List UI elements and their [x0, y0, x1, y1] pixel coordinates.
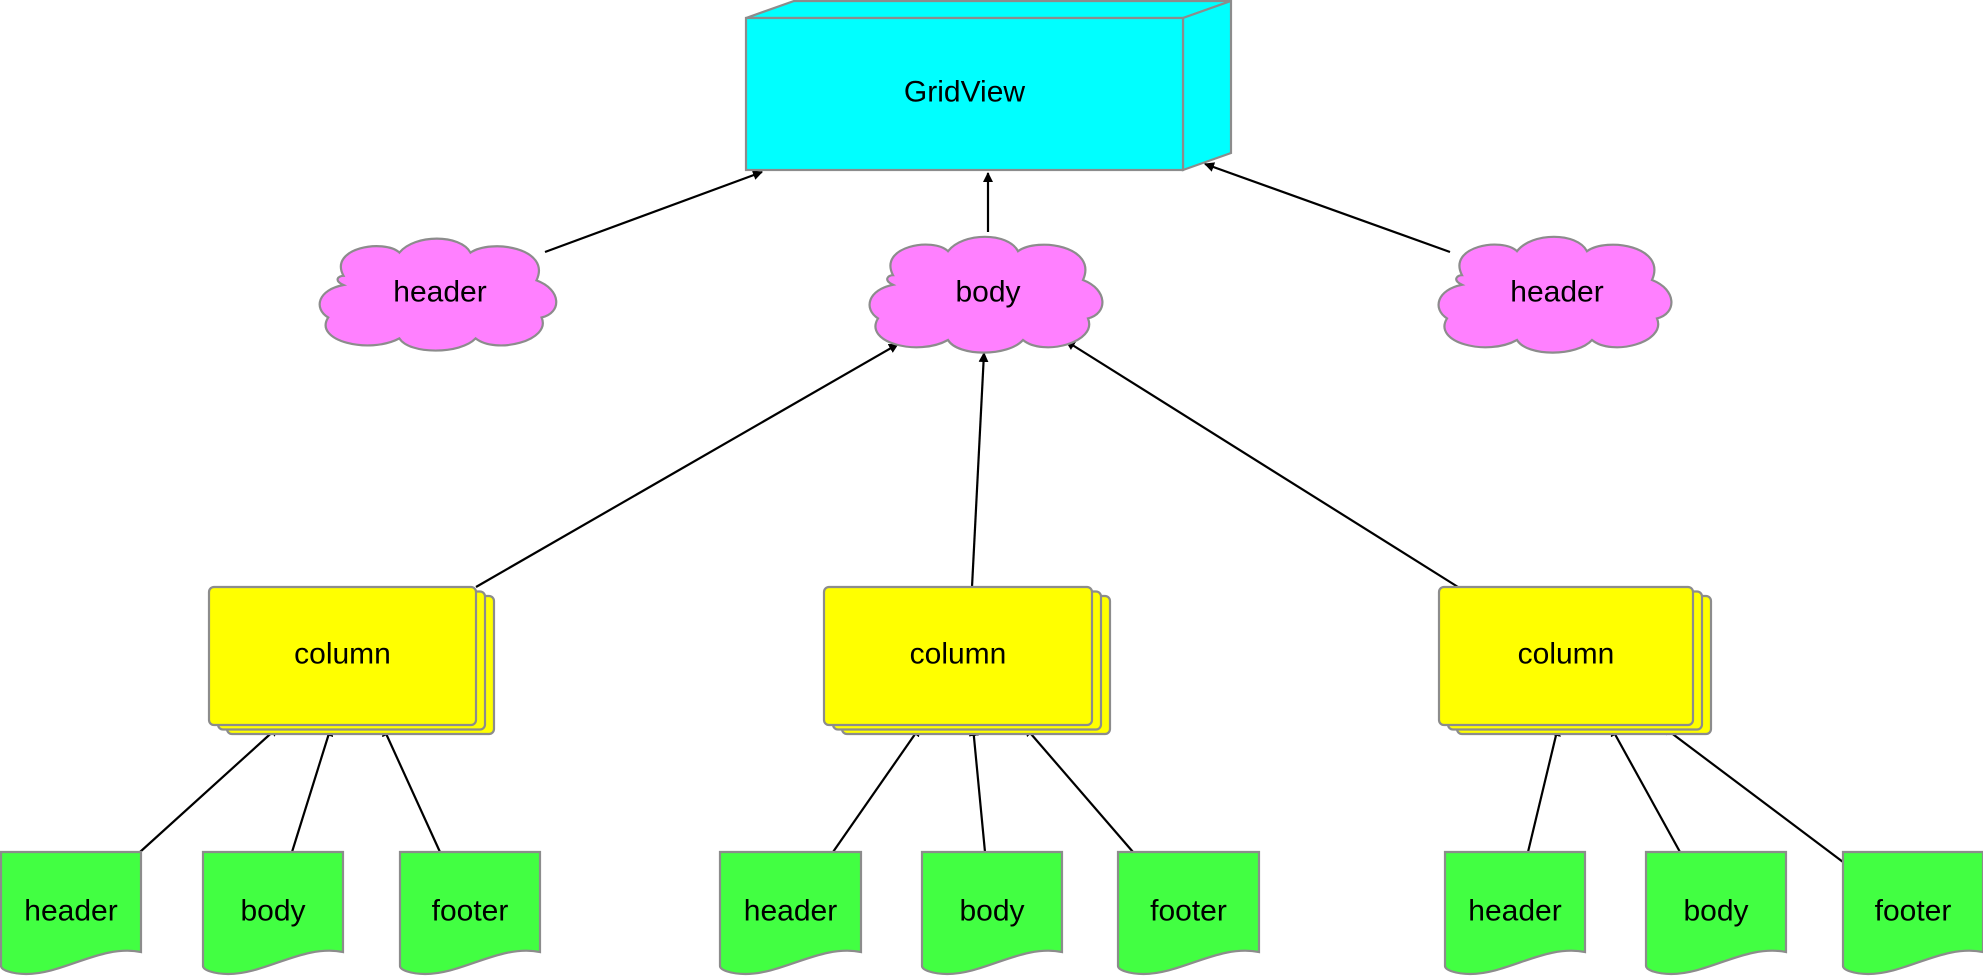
box-front-face	[744, 16, 1185, 172]
edge-column-3-to-section-body	[1065, 340, 1459, 588]
cloud-shape	[1437, 235, 1673, 354]
edge-column-1-to-section-body	[475, 343, 899, 588]
edges-layer	[139, 162, 1844, 863]
cell-2-footer-label: footer	[1150, 895, 1227, 928]
section-header-right-label: header	[1510, 276, 1603, 309]
section-header-left-label: header	[393, 276, 486, 309]
document-shape	[920, 850, 1064, 976]
cell-1-body-label: body	[240, 895, 305, 928]
section-body-label: body	[955, 276, 1020, 309]
node-section-header-right[interactable]: header	[1437, 235, 1673, 354]
node-cell-2-header[interactable]: header	[718, 850, 863, 976]
node-gridview[interactable]: GridView	[744, 0, 1233, 172]
node-cell-3-footer[interactable]: footer	[1841, 850, 1983, 976]
node-cell-1-header[interactable]: header	[0, 850, 143, 976]
edge-column-2-to-section-body	[970, 352, 989, 588]
cloud-shape	[318, 237, 558, 352]
document-shape	[1443, 850, 1587, 976]
document-shape	[718, 850, 863, 976]
document-shape	[201, 850, 345, 976]
node-column-3[interactable]: column	[1437, 585, 1713, 736]
node-section-body[interactable]: body	[868, 235, 1104, 354]
box-side-face	[1181, 0, 1233, 172]
cell-3-body-label: body	[1683, 895, 1748, 928]
edge-cell-2-body-to-column-2	[968, 726, 987, 853]
edge-cell-3-body-to-column-3	[1610, 726, 1681, 853]
gridview-label: GridView	[904, 76, 1025, 109]
edge-section-header-left-to-root	[544, 170, 763, 254]
cloud-shape	[868, 235, 1104, 354]
document-shape	[0, 850, 143, 976]
box-top-face	[745, 0, 1232, 20]
node-cell-1-footer[interactable]: footer	[398, 850, 542, 976]
column-2-label: column	[910, 638, 1007, 671]
cell-3-footer-label: footer	[1875, 895, 1952, 928]
node-cell-2-body[interactable]: body	[920, 850, 1064, 976]
edge-section-header-right-to-root	[1204, 162, 1451, 254]
document-shape	[1841, 850, 1983, 976]
cell-3-header-label: header	[1468, 895, 1561, 928]
document-shape	[398, 850, 542, 976]
cell-2-header-label: header	[744, 895, 837, 928]
column-front-card	[1437, 585, 1695, 727]
column-1-label: column	[294, 638, 391, 671]
column-front-card	[822, 585, 1094, 727]
column-3-label: column	[1518, 638, 1615, 671]
edge-cell-2-footer-to-column-2	[1024, 726, 1134, 853]
node-cell-1-body[interactable]: body	[201, 850, 345, 976]
edge-cell-3-header-to-column-3	[1526, 726, 1561, 853]
node-cell-3-header[interactable]: header	[1443, 850, 1587, 976]
cell-2-body-label: body	[959, 895, 1024, 928]
cell-1-footer-label: footer	[432, 895, 509, 928]
node-section-header-left[interactable]: header	[318, 237, 558, 352]
node-column-2[interactable]: column	[822, 585, 1112, 736]
node-column-1[interactable]: column	[207, 585, 496, 736]
cell-1-header-label: header	[24, 895, 117, 928]
document-shape	[1116, 850, 1261, 976]
edge-cell-1-footer-to-column-1	[381, 726, 442, 853]
edge-cell-1-body-to-column-1	[290, 726, 334, 853]
edge-cell-3-footer-to-column-3	[1661, 725, 1844, 863]
node-cell-2-footer[interactable]: footer	[1116, 850, 1261, 976]
edge-cell-1-header-to-column-1	[139, 726, 279, 853]
document-shape	[1644, 850, 1788, 976]
edge-cell-2-header-to-column-2	[832, 726, 921, 853]
node-cell-3-body[interactable]: body	[1644, 850, 1788, 976]
column-front-card	[207, 585, 478, 727]
